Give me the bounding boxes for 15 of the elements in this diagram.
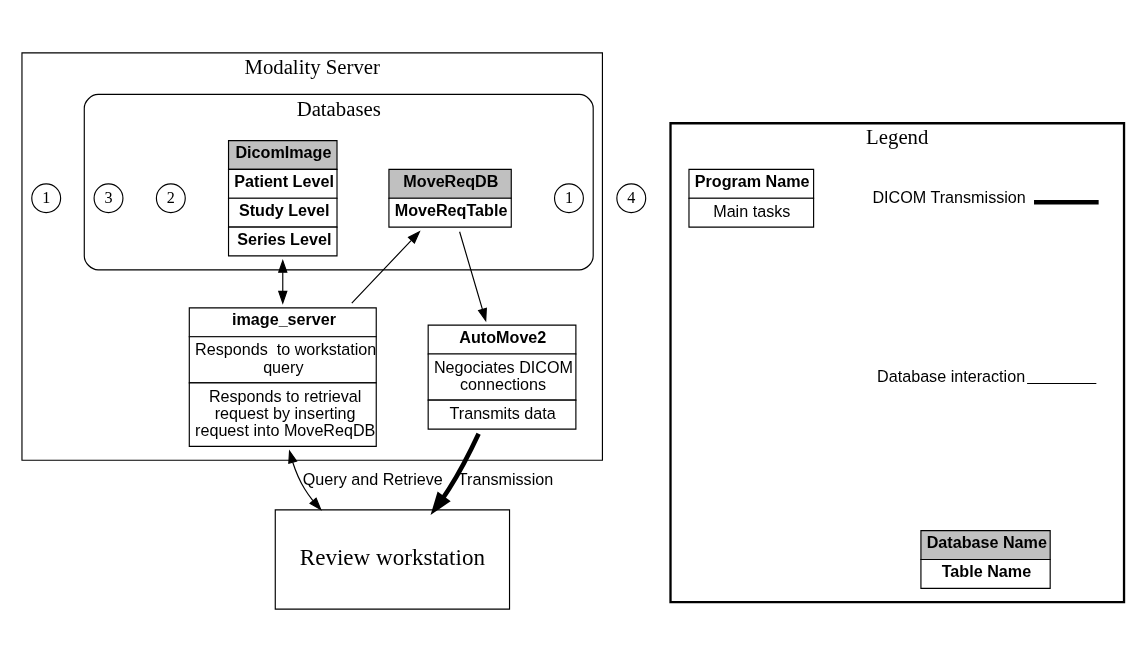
- node-circle: 4: [616, 182, 647, 213]
- edge-label: Query and Retrieve: [302, 469, 443, 488]
- legend-label: Database interaction: [877, 366, 1026, 385]
- node-circle: 1: [553, 182, 584, 213]
- legend-label: DICOM Transmission: [872, 187, 1026, 206]
- arrow: [288, 448, 322, 511]
- node-circle: 3: [93, 182, 124, 213]
- arrow: [459, 230, 487, 322]
- node-box: Review workstation: [274, 508, 511, 610]
- arrow: [277, 258, 288, 305]
- arrow: [351, 230, 421, 304]
- arrow: [430, 432, 481, 515]
- node-circle: 1: [31, 182, 62, 213]
- node-circle: 2: [155, 182, 186, 213]
- edge-label: Transmission: [457, 469, 554, 488]
